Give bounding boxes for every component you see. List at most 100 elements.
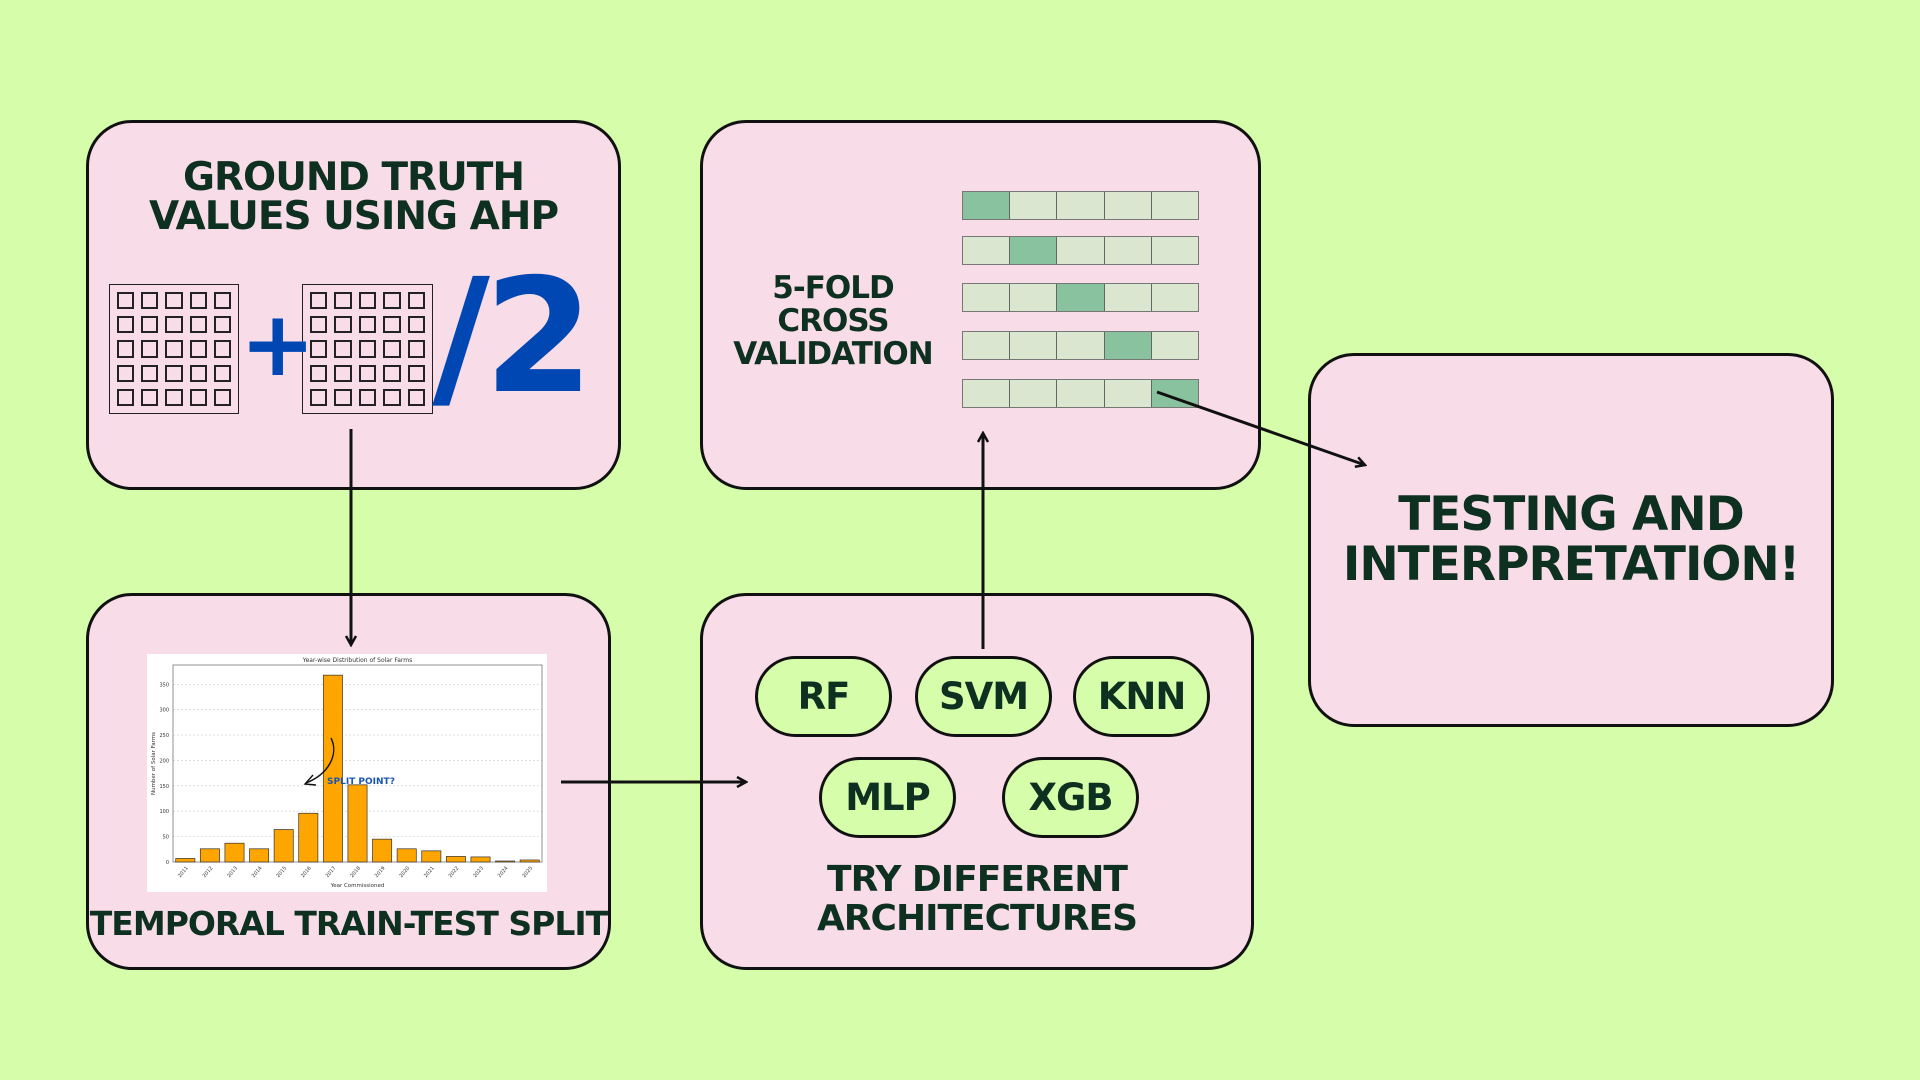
- y-tick-label: 150: [159, 784, 169, 790]
- model-pill-xgb: XGB: [1002, 757, 1139, 838]
- test-fold-cell: [1010, 237, 1058, 264]
- matrix-cell: [213, 292, 231, 310]
- split-point-annotation: SPLIT POINT?: [327, 777, 395, 787]
- y-tick-label: 100: [159, 809, 169, 815]
- bar-2023: [470, 856, 491, 863]
- train-fold-cell: [1057, 380, 1105, 407]
- matrix-cell: [141, 388, 159, 406]
- train-fold-cell: [963, 237, 1011, 264]
- train-fold-cell: [1104, 284, 1152, 311]
- matrix-cell: [117, 388, 135, 406]
- fold-row: [962, 331, 1199, 360]
- y-tick-label: 250: [159, 733, 169, 739]
- matrix-cell: [117, 364, 135, 382]
- matrix-cell: [117, 292, 135, 310]
- divide-by-two: /2: [432, 245, 594, 429]
- fold-row: [962, 191, 1199, 220]
- train-fold-cell: [1151, 237, 1199, 264]
- matrix-cell: [165, 364, 183, 382]
- model-pill-rf: RF: [755, 656, 892, 737]
- train-fold-cell: [963, 380, 1011, 407]
- matrix-cell: [189, 340, 207, 358]
- model-pill-svm: SVM: [915, 656, 1052, 737]
- bar-2019: [372, 838, 393, 863]
- cv-line-1: 5-FOLD: [772, 270, 894, 306]
- title-line-1: GROUND TRUTH: [183, 155, 525, 200]
- matrix-cell: [383, 340, 401, 358]
- matrix-cell: [213, 316, 231, 334]
- train-fold-cell: [1010, 284, 1058, 311]
- bar-2024: [495, 860, 516, 863]
- model-pill-knn: KNN: [1073, 656, 1210, 737]
- matrix-cell: [189, 316, 207, 334]
- matrix-cell: [334, 292, 352, 310]
- testing-panel: [1308, 353, 1834, 727]
- matrix-cell: [213, 364, 231, 382]
- matrix-cell: [334, 340, 352, 358]
- x-axis-label: Year Commissioned: [330, 883, 385, 889]
- train-fold-cell: [1010, 332, 1058, 359]
- bar-2016: [298, 812, 319, 863]
- matrix-cell: [358, 340, 377, 358]
- y-tick-label: 350: [159, 682, 169, 688]
- matrix-cell: [310, 316, 328, 334]
- matrix-cell: [213, 340, 231, 358]
- train-fold-cell: [1151, 284, 1199, 311]
- bar-2022: [445, 856, 466, 863]
- matrix-cell: [334, 316, 352, 334]
- matrix-cell: [310, 292, 328, 310]
- bar-2021: [421, 850, 442, 863]
- matrix-cell: [165, 292, 183, 310]
- matrix-cell: [310, 340, 328, 358]
- train-fold-cell: [1057, 332, 1105, 359]
- train-fold-cell: [963, 284, 1011, 311]
- bar-2015: [273, 829, 294, 863]
- matrix-cell: [383, 316, 401, 334]
- y-tick-label: 300: [159, 708, 169, 714]
- test-fold-cell: [1057, 284, 1105, 311]
- matrix-cell: [165, 388, 183, 406]
- matrix-icon: [109, 284, 239, 414]
- train-fold-cell: [1151, 332, 1199, 359]
- ground-truth-title: GROUND TRUTH VALUES USING AHP: [86, 158, 621, 236]
- train-fold-cell: [1010, 192, 1058, 219]
- matrix-cell: [383, 292, 401, 310]
- cv-line-2: CROSS: [777, 303, 889, 340]
- bar-2012: [199, 848, 220, 863]
- y-tick-label: 50: [163, 835, 169, 841]
- train-fold-cell: [1104, 380, 1152, 407]
- bar-2017: [322, 674, 343, 863]
- matrix-cell: [383, 388, 401, 406]
- testing-line-2: INTERPRETATION!: [1342, 536, 1800, 592]
- matrix-cell: [310, 388, 328, 406]
- matrix-cell: [165, 316, 183, 334]
- arch-line-1: TRY DIFFERENT: [827, 859, 1128, 900]
- train-fold-cell: [1104, 237, 1152, 264]
- annotation-arrowhead: [303, 774, 317, 786]
- matrix-cell: [407, 292, 425, 310]
- matrix-cell: [407, 316, 425, 334]
- title-line-2: VALUES USING AHP: [148, 194, 559, 239]
- fold-row: [962, 236, 1199, 265]
- testing-label: TESTING AND INTERPRETATION!: [1308, 490, 1834, 590]
- matrix-cell: [141, 316, 159, 334]
- bar-2013: [224, 842, 245, 863]
- matrix-cell: [189, 292, 207, 310]
- train-fold-cell: [1010, 380, 1058, 407]
- cross-validation-label: 5-FOLD CROSS VALIDATION: [723, 270, 943, 373]
- architectures-label: TRY DIFFERENT ARCHITECTURES: [700, 859, 1254, 939]
- matrix-cell: [189, 388, 207, 406]
- bar-2014: [249, 848, 270, 863]
- matrix-cell: [165, 340, 183, 358]
- y-axis-label: Number of Solar Farms: [151, 732, 157, 795]
- train-fold-cell: [1151, 192, 1199, 219]
- matrix-cell: [117, 316, 135, 334]
- matrix-cell: [189, 364, 207, 382]
- matrix-cell: [358, 388, 377, 406]
- temporal-split-label: TEMPORAL TRAIN-TEST SPLIT: [89, 904, 608, 943]
- y-tick-label: 200: [159, 758, 169, 764]
- chart-title: Year-wise Distribution of Solar Farms: [302, 657, 413, 664]
- test-fold-cell: [963, 192, 1011, 219]
- cv-line-3: VALIDATION: [733, 336, 933, 373]
